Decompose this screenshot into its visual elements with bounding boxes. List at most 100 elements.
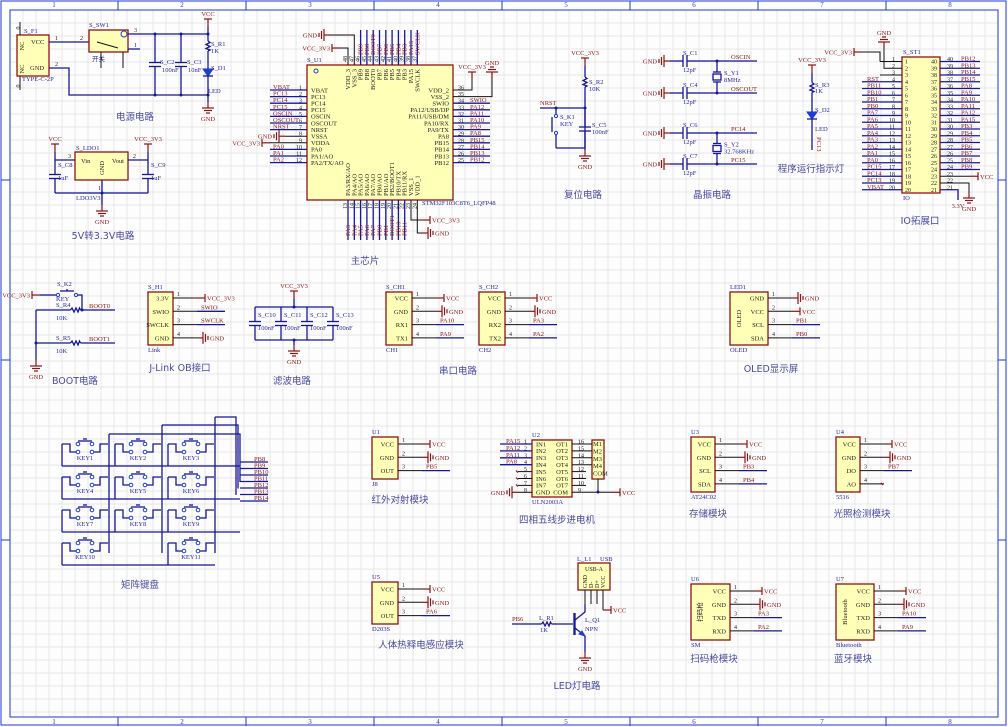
module-body[interactable] [835,436,861,493]
module-body[interactable] [371,436,399,480]
module-body[interactable] [835,583,875,641]
resistor-value: 10K [56,348,68,355]
module-body[interactable] [729,291,769,346]
key-contact-icon [89,449,95,455]
keypad-key[interactable]: KEY11 [168,537,214,561]
pin-name: VBAT [311,87,328,94]
pin-number-inner: 24 [931,168,937,174]
wire [90,476,108,486]
pin-number: 34 [947,98,953,104]
net-label: PB5 [961,137,972,144]
ref-designator: S_C6 [683,122,698,129]
pin-number: 10 [889,118,895,124]
wire [196,509,214,519]
pin-number-inner: 18 [905,174,911,180]
net-label: PB9 [254,463,265,470]
module-body[interactable] [147,291,174,346]
power-port-icon: VCC_3V3 [197,294,235,303]
ldo-regulator[interactable] [74,151,129,181]
net-label: PB14 [961,69,976,76]
power-port-icon: VCC [603,606,626,615]
net-label: PA12 [961,110,975,117]
module-body[interactable] [371,581,399,625]
pin-number: 3 [864,465,867,471]
part-name: ULN2003A [532,499,563,506]
io-header-body[interactable] [901,56,941,194]
ref-designator: U7 [836,576,845,583]
pin-name: VCC [395,296,408,303]
inner-border [9,9,999,718]
pin-number: 3 [134,28,137,34]
power-port-label: VCC [622,490,635,497]
pin-name: PB9 [358,69,365,80]
junction-dot [100,191,104,195]
key-contact-icon [142,441,148,447]
ground-label: GND [287,359,301,366]
ground-label: GND [643,162,657,169]
pin-number: 11 [296,152,302,158]
ref-designator: S_H1 [148,284,163,291]
keypad-key[interactable]: KEY8 [115,504,161,528]
pin-name: TXD [857,615,871,622]
pin-name: PC14 [311,101,326,108]
keypad-key[interactable]: KEY10 [62,537,108,561]
zone-number-top: 2 [180,1,184,9]
ground-label: GND [435,600,449,607]
ref-designator: S_C9 [151,162,165,169]
keypad-key[interactable]: KEY9 [168,504,214,528]
pin-number: 11 [889,125,895,131]
keypad-key[interactable]: KEY6 [168,471,214,495]
wire [90,509,108,519]
wire [115,509,133,519]
pin-number: 20 [387,203,393,209]
key-label: KEY1 [77,455,94,462]
resistor-value: 1K [540,627,548,634]
pin-number-inner: 21 [931,188,937,194]
pin-name: GND [750,296,764,303]
uln2003-body[interactable] [531,439,573,498]
pin-number: 2 [299,92,302,98]
keypad-key[interactable]: KEY5 [115,471,161,495]
power-port-label: VCC_3V3 [2,293,30,300]
usb-a-connector[interactable] [577,562,611,591]
pin-number: 8 [524,488,527,494]
keypad-key[interactable]: KEY7 [62,504,108,528]
pin-number: 3 [734,612,737,618]
module-body[interactable] [690,436,716,493]
wire [78,294,83,310]
key-contact-icon [142,507,148,513]
module-body[interactable] [385,291,413,346]
pin-number: 22 [947,179,953,185]
part-name: USB [600,556,613,563]
keypad-key[interactable]: KEY1 [62,438,108,462]
net-label: 3.3V [952,203,965,210]
power-port-label: VCC_3V3 [432,218,460,225]
net-label: PA10 [470,117,484,124]
net-label: PA12 [470,104,484,111]
module-body[interactable] [478,291,506,346]
ref-designator: S_C12 [310,312,328,319]
net-label: PB6 [961,143,973,150]
crystal-value: 8MHz [724,77,741,84]
usb-c-connector[interactable] [16,34,50,77]
pin-name: DO [847,468,857,475]
ref-designator: U3 [691,429,699,436]
keypad-key[interactable]: KEY2 [115,438,161,462]
module-body[interactable] [690,583,731,641]
pin-number: 1 [98,186,101,192]
keypad-key[interactable]: KEY4 [62,471,108,495]
keypad-key[interactable]: KEY3 [168,438,214,462]
pin-number-inner: 26 [931,154,937,160]
pin-number: 12 [578,467,584,473]
ground-label: GND [491,490,505,497]
pin-number: 10 [296,145,302,151]
key-contact-icon [142,515,148,521]
power-switch[interactable] [88,29,129,53]
net-label: PA3 [758,611,769,618]
pin-number: 11 [578,474,584,480]
net-label: PB11 [402,222,409,236]
power-port-icon: VCC_3V3 [280,283,308,299]
net-label: PB6 [512,616,524,623]
pin-number: 35 [947,91,953,97]
